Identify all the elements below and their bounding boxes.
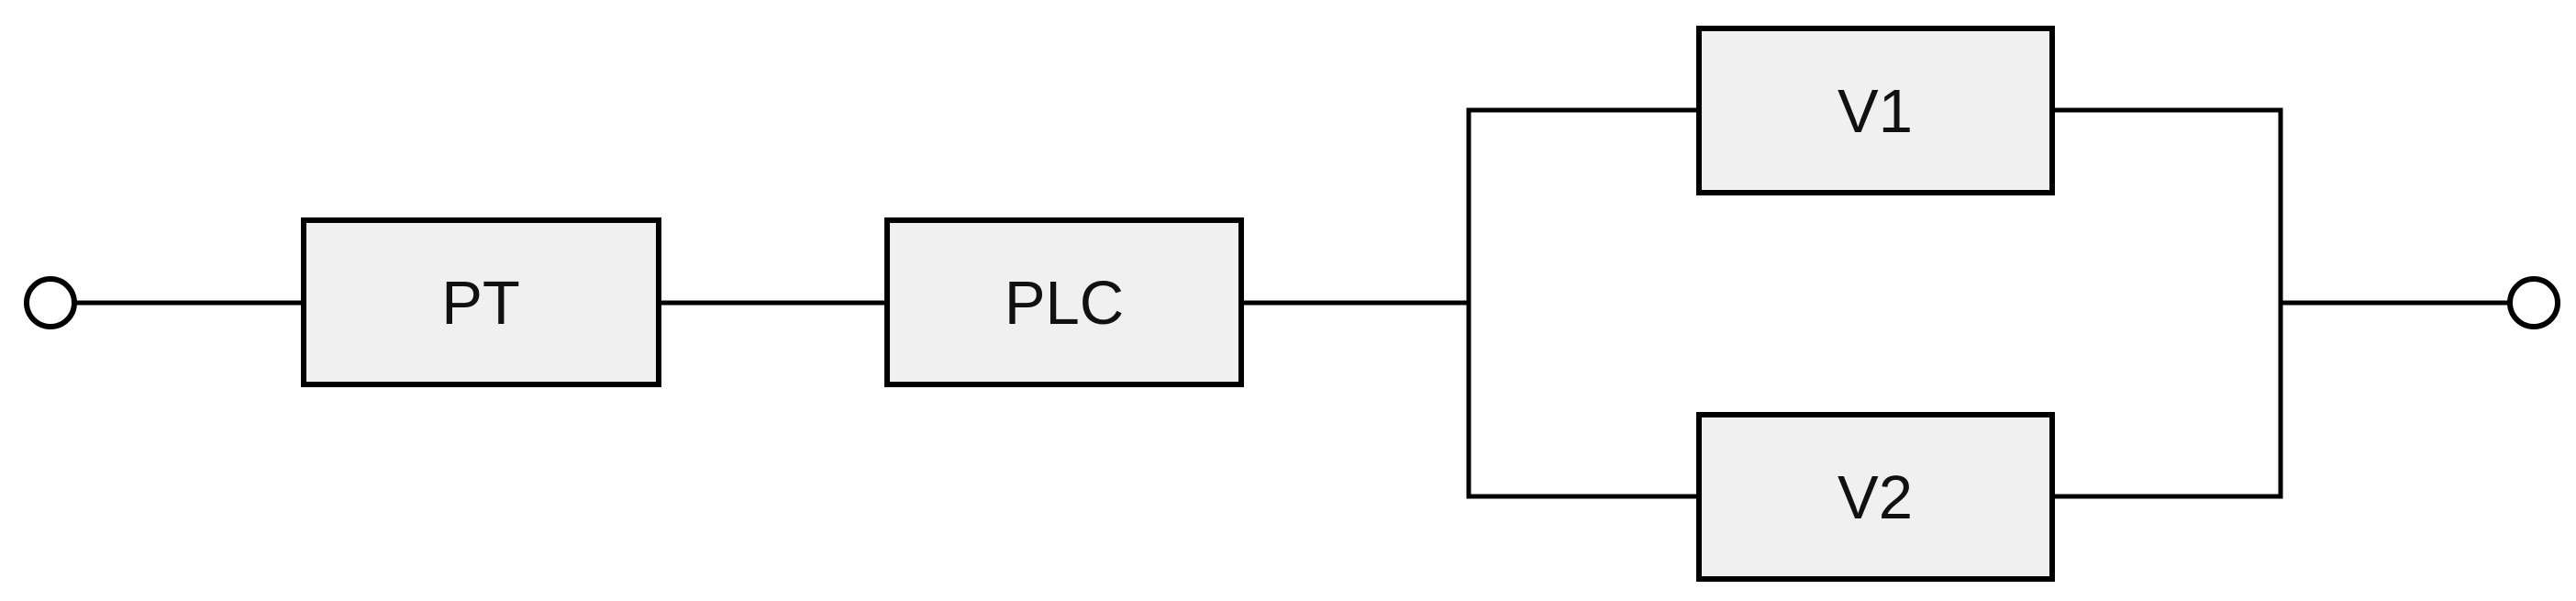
input-terminal-node xyxy=(24,276,77,329)
output-terminal-node xyxy=(2507,276,2560,329)
block-pt-label: PT xyxy=(441,269,520,338)
block-plc: PLC xyxy=(884,217,1244,387)
block-v2: V2 xyxy=(1696,412,2055,582)
block-v2-rect xyxy=(1696,412,2055,582)
block-pt-rect xyxy=(301,217,661,387)
block-pt: PT xyxy=(301,217,661,387)
block-v1-label: V1 xyxy=(1838,77,1913,146)
block-v1: V1 xyxy=(1696,26,2055,195)
block-v1-rect xyxy=(1696,26,2055,195)
block-v2-label: V2 xyxy=(1838,463,1913,532)
block-plc-label: PLC xyxy=(1005,269,1124,338)
block-plc-rect xyxy=(884,217,1244,387)
